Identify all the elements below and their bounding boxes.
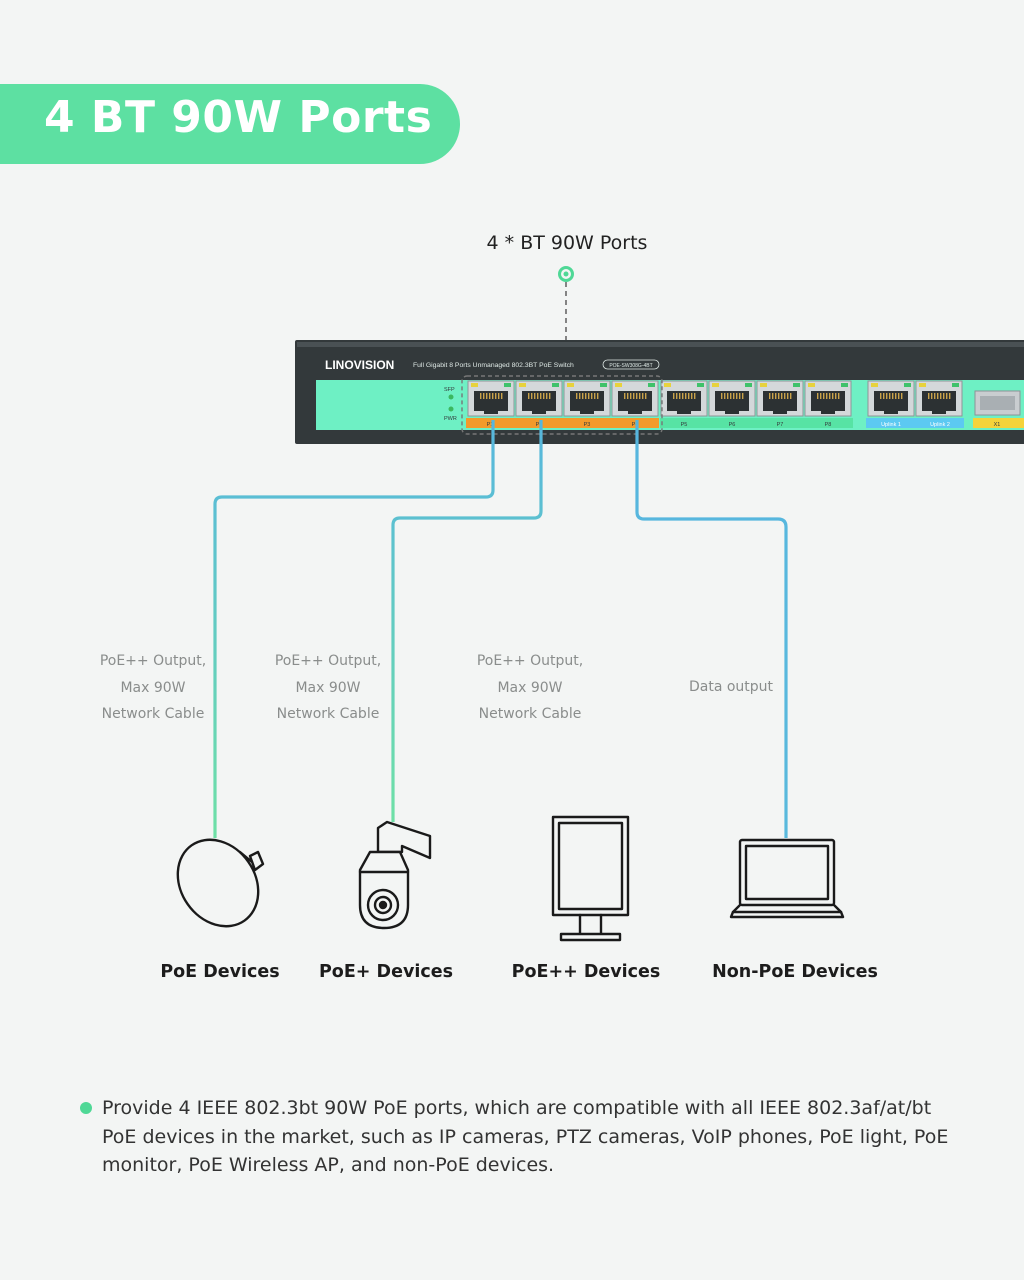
- port-label-p3: P3: [584, 422, 591, 428]
- port-label-p6: P6: [729, 422, 736, 428]
- rj45-port-p7: [756, 380, 804, 417]
- pwr-led-icon: [448, 406, 454, 412]
- sfp-strip: [973, 418, 1024, 428]
- bt-ports-strip: [466, 418, 659, 428]
- cable-1: [213, 420, 495, 838]
- feature-description: Provide 4 IEEE 802.3bt 90W PoE ports, wh…: [102, 1097, 949, 1176]
- sfp-led-icon: [448, 394, 454, 400]
- device-label-poe-plus-plus: PoE++ Devices: [511, 962, 661, 982]
- rj45-port-p4: [611, 380, 659, 417]
- cable-label-line: Network Cable: [276, 706, 380, 722]
- laptop-icon: [729, 838, 845, 919]
- ptz-camera-icon: [358, 820, 432, 930]
- title-banner: [0, 84, 460, 164]
- port-label-p2: P2: [536, 422, 543, 428]
- cable-label-line: Network Cable: [101, 706, 205, 722]
- cable-2: [391, 420, 543, 822]
- cable-label-line: Max 90W: [497, 679, 563, 696]
- poe-ports-strip: [660, 418, 853, 428]
- cable-label-line: Data output: [688, 679, 774, 695]
- rj45-port-p1: [467, 380, 515, 417]
- rj45-port-p6: [708, 380, 756, 417]
- dish-antenna-icon: [176, 838, 265, 928]
- cable-label-line: Max 90W: [295, 679, 361, 696]
- uplink-label-1: Uplink 1: [881, 422, 901, 428]
- rj45-port-p5: [660, 380, 708, 417]
- cable-label-line: Network Cable: [478, 706, 582, 722]
- port-label-p8: P8: [825, 422, 832, 428]
- cable-4: [635, 420, 788, 838]
- port-label-p4: P4: [632, 422, 639, 428]
- pwr-indicator-label: PWR: [444, 416, 457, 422]
- cable-label-line: PoE++ Output,: [476, 653, 584, 669]
- device-label-poe: PoE Devices: [160, 962, 280, 982]
- rj45-port-p3: [563, 380, 611, 417]
- uplink-strip: [866, 418, 964, 428]
- poe-switch: LINOVISION Full Gigabit 8 Ports Unmanage…: [295, 340, 1024, 444]
- bt-ports-highlight: [461, 375, 663, 435]
- rj45-port-p8: [804, 380, 852, 417]
- device-label-non-poe: Non-PoE Devices: [712, 962, 878, 982]
- cable-label-line: Max 90W: [120, 679, 186, 696]
- cable-label-1: PoE++ Output, Max 90W Network Cable: [73, 648, 233, 728]
- switch-description: Full Gigabit 8 Ports Unmanaged 802.3BT P…: [413, 362, 574, 369]
- sfp-port-label: X1: [994, 422, 1001, 428]
- switch-model: POE-SW308G-4BT: [609, 363, 652, 369]
- uplink-label-2: Uplink 2: [930, 422, 950, 428]
- cable-label-line: PoE++ Output,: [99, 653, 207, 669]
- uplink-port-1: [867, 380, 915, 417]
- sfp-indicator-label: SFP: [444, 387, 455, 393]
- cable-label-line: PoE++ Output,: [274, 653, 382, 669]
- port-label-p7: P7: [777, 422, 784, 428]
- network-cables: [213, 420, 788, 838]
- port-label-p1: P1: [487, 422, 494, 428]
- cable-label-4: Data output: [651, 674, 811, 701]
- monitor-icon: [551, 815, 630, 942]
- uplink-port-2: [915, 380, 963, 417]
- bullet-icon: [80, 1102, 92, 1114]
- page-title: 4 BT 90W Ports: [44, 92, 433, 143]
- cable-label-2: PoE++ Output, Max 90W Network Cable: [248, 648, 408, 728]
- rj45-port-p2: [515, 380, 563, 417]
- cable-label-3: PoE++ Output, Max 90W Network Cable: [450, 648, 610, 728]
- switch-brand: LINOVISION: [325, 358, 394, 372]
- device-label-poe-plus: PoE+ Devices: [318, 962, 454, 982]
- ports-callout-label: 4 * BT 90W Ports: [486, 232, 648, 254]
- port-label-p5: P5: [681, 422, 688, 428]
